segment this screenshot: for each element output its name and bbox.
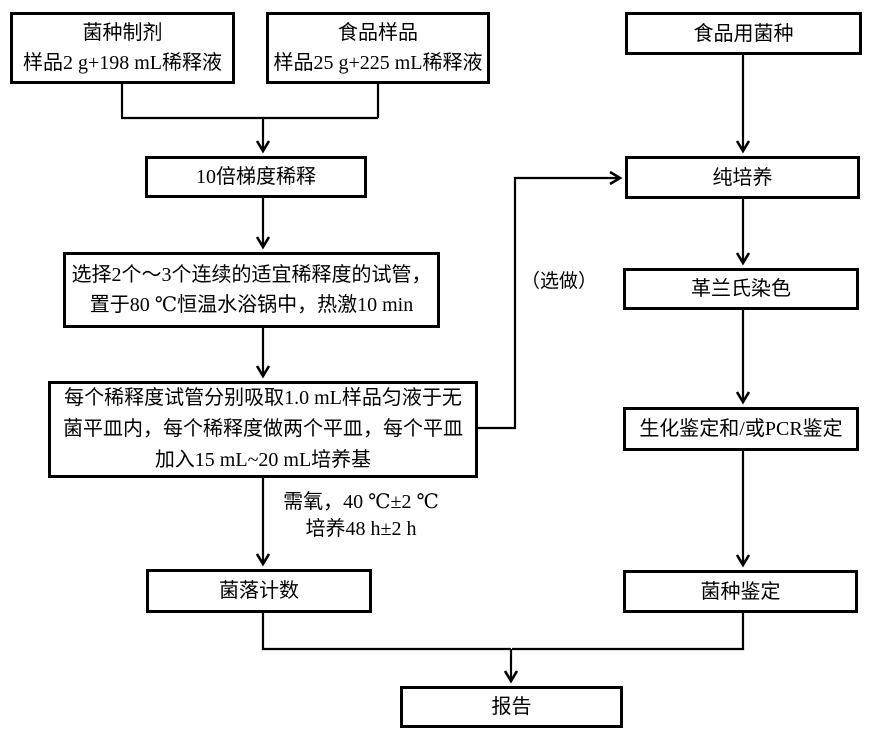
node-tenfold-dilution: 10倍梯度稀释 bbox=[145, 156, 367, 198]
optional-path-label: （选做） bbox=[521, 271, 598, 292]
edge-plating-to-pure-optional bbox=[477, 170, 623, 430]
node-gram-stain-label: 革兰氏染色 bbox=[691, 278, 791, 300]
node-report-label: 报告 bbox=[491, 696, 532, 718]
node-food-culture: 食品用菌种 bbox=[625, 12, 862, 55]
incubation-conditions-label: 需氧，40 ℃±2 ℃ 培养48 h±2 h bbox=[270, 489, 452, 543]
node-plating: 每个稀释度试管分别吸取1.0 mL样品匀液于无 菌平皿内，每个稀释度做两个平皿，… bbox=[48, 381, 478, 478]
node-colony-count-label: 菌落计数 bbox=[219, 580, 299, 602]
incubation-conditions-line2: 培养48 h±2 h bbox=[305, 518, 417, 540]
node-food-sample: 食品样品 样品25 g+225 mL稀释液 bbox=[266, 12, 490, 84]
node-tenfold-dilution-label: 10倍梯度稀释 bbox=[196, 166, 316, 188]
node-plating-line1: 每个稀释度试管分别吸取1.0 mL样品匀液于无 bbox=[64, 387, 462, 409]
edge-count-to-converge bbox=[261, 613, 511, 651]
node-report: 报告 bbox=[400, 686, 623, 728]
node-plating-line2: 菌平皿内，每个稀释度做两个平皿，每个平皿 bbox=[63, 418, 463, 440]
node-select-tubes-line2: 置于80 ℃恒温水浴锅中，热激10 min bbox=[89, 294, 414, 316]
node-strain-identification-label: 菌种鉴定 bbox=[700, 580, 781, 603]
node-strain-identification: 菌种鉴定 bbox=[623, 570, 858, 613]
node-strain-preparation-line1: 菌种制剂 bbox=[82, 22, 163, 44]
node-biochem-pcr-label: 生化鉴定和/或PCR鉴定 bbox=[639, 418, 843, 440]
node-biochem-pcr: 生化鉴定和/或PCR鉴定 bbox=[623, 407, 859, 451]
node-select-tubes: 选择2个～3个连续的适宜稀释度的试管， 置于80 ℃恒温水浴锅中，热激10 mi… bbox=[63, 252, 440, 328]
edge-id-to-converge bbox=[512, 613, 745, 651]
node-select-tubes-line1: 选择2个～3个连续的适宜稀释度的试管， bbox=[71, 264, 432, 286]
node-plating-line3: 加入15 mL~20 mL培养基 bbox=[154, 449, 372, 471]
node-food-sample-line1: 食品样品 bbox=[338, 22, 418, 44]
incubation-conditions-line1: 需氧，40 ℃±2 ℃ bbox=[283, 491, 439, 513]
node-pure-culture-label: 纯培养 bbox=[712, 166, 773, 189]
node-food-culture-label: 食品用菌种 bbox=[693, 22, 794, 45]
node-strain-preparation: 菌种制剂 样品2 g+198 mL稀释液 bbox=[10, 12, 235, 84]
node-colony-count: 菌落计数 bbox=[146, 569, 372, 613]
node-food-sample-line2: 样品25 g+225 mL稀释液 bbox=[273, 52, 483, 74]
node-pure-culture: 纯培养 bbox=[625, 156, 860, 199]
node-strain-preparation-line2: 样品2 g+198 mL稀释液 bbox=[22, 52, 223, 74]
node-gram-stain: 革兰氏染色 bbox=[623, 268, 859, 310]
